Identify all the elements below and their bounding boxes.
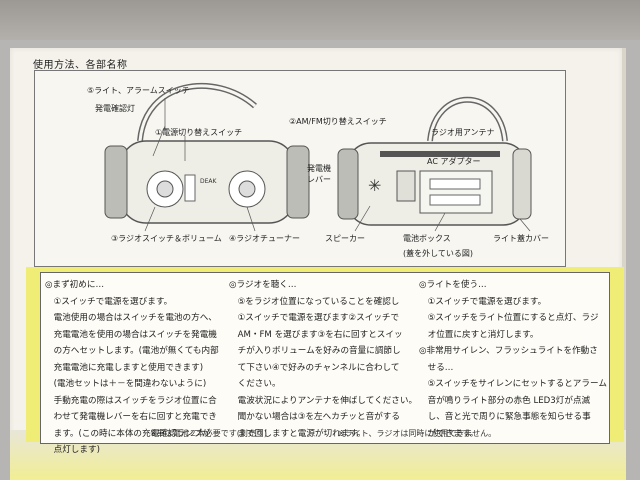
instruction-line: 点灯します) (45, 445, 100, 455)
label-radio-antenna: ラジオ用アンテナ (431, 128, 495, 137)
svg-text:✳: ✳ (368, 176, 381, 195)
label-light-alarm-switch: ⑤ライト、アラームスイッチ (87, 86, 190, 95)
instruction-line: チが入りボリュームを好みの音量に調節し (229, 346, 401, 356)
instruction-line: 音が鳴りライト部分の赤色 LED3灯が点滅 (419, 395, 591, 406)
product-diagram: DEAK ✳ ⑤ライト、アラームスイッチ 発電確認灯 ①電源切り替えスイッチ ②… (34, 70, 566, 267)
instruction-line: わせて発電機レバーを右に回すと充電でき (45, 412, 217, 422)
footer-battery-note: ※単３電池２本必要です(別売り) (150, 429, 267, 438)
instruction-line: ください。 (229, 379, 281, 389)
instructions-radio: ◎ラジオを聴く… ⑤をラジオ位置になっていることを確認し ①スイッチで電源を選び… (229, 277, 417, 442)
instruction-line: て下さい④で好みのチャンネルに合わして (229, 362, 400, 373)
footer-usage-note: ※ライト、ラジオは同時に使用できません。 (338, 429, 497, 438)
label-battery-box: 電池ボックス (403, 234, 451, 243)
instruction-line: まで回しますと電源が切れます。 (229, 428, 366, 439)
label-radio-switch-volume: ③ラジオスイッチ＆ボリューム (111, 234, 222, 243)
label-power-switch: ①電源切り替えスイッチ (155, 128, 243, 137)
label-speaker: スピーカー (325, 234, 365, 243)
instruction-line: ◎非常用サイレン、フラッシュライトを作動さ (419, 346, 598, 356)
instruction-line: ①スイッチで電源を選びます。 (419, 296, 547, 307)
label-generator-lever: 発電機 レバー (307, 164, 331, 184)
instruction-line: 充電電池に充電しますと使用できます) (45, 362, 204, 373)
instruction-line: ⑤をラジオ位置になっていることを確認し (229, 296, 400, 307)
svg-text:DEAK: DEAK (200, 178, 218, 185)
label-light-cover: ライト蓋カバー (493, 234, 549, 243)
instruction-line: (電池セットは＋－を間違わないように) (45, 379, 207, 389)
instruction-line: ができます。 (419, 428, 479, 439)
label-battery-note: (蓋を外している図) (403, 249, 474, 258)
radio-illustration: DEAK ✳ (104, 82, 532, 232)
label-am-fm-switch: ②AM/FM切り替えスイッチ (289, 117, 387, 126)
instruction-line: ①スイッチで電源を選びます②スイッチで (229, 313, 400, 323)
instructions-light: ◎ライトを使う… ①スイッチで電源を選びます。 ⑤スイッチをライト位置にすると点… (419, 277, 607, 442)
instruction-line: 充電電池を使用の場合はスイッチを発電機 (45, 329, 217, 340)
label-ac-adapter: AC アダプター (427, 157, 481, 166)
instruction-line: ⑤スイッチをサイレンにセットするとアラーム (419, 379, 607, 389)
instruction-line: ◎ライトを使う… (419, 280, 487, 290)
instruction-line: 手動充電の際はスイッチをラジオ位置に合 (45, 395, 217, 406)
instruction-line: ◎まず初めに… (45, 280, 105, 290)
background-top (0, 0, 640, 40)
instruction-line: オ位置に戻すと消灯します。 (419, 329, 539, 340)
instruction-line: AM・FM を選びます③を右に回すとスイッ (229, 329, 403, 340)
page-header: 使用方法、各部名称 (33, 60, 128, 71)
instruction-line: ①スイッチで電源を選びます。 (45, 296, 173, 307)
instruction-line: ◎ラジオを聴く… (229, 280, 297, 290)
instruction-line: ます。(この時に本体の充電確認ランプが (45, 428, 211, 439)
instruction-line: ⑤スイッチをライト位置にすると点灯、ラジ (419, 313, 599, 323)
label-radio-tuner: ④ラジオチューナー (229, 234, 301, 243)
instruction-line: の方へセットします。(電池が無くても内部 (45, 346, 219, 356)
instruction-line: せる… (419, 362, 454, 373)
instruction-line: 聞かない場合は③を左へカチッと音がする (229, 412, 400, 422)
instruction-line: 電池使用の場合はスイッチを電池の方へ、 (45, 313, 217, 323)
instruction-panel: ◎まず初めに… ①スイッチで電源を選びます。 電池使用の場合はスイッチを電池の方… (40, 272, 610, 455)
label-power-check-lamp: 発電確認灯 (95, 104, 135, 113)
instructions-start: ◎まず初めに… ①スイッチで電源を選びます。 電池使用の場合はスイッチを電池の方… (45, 277, 219, 459)
instruction-line: し、音と光で周りに緊急事態を知らせる事 (419, 412, 591, 422)
instruction-line: 電波状況によりアンテナを伸ばしてください。 (229, 395, 418, 406)
